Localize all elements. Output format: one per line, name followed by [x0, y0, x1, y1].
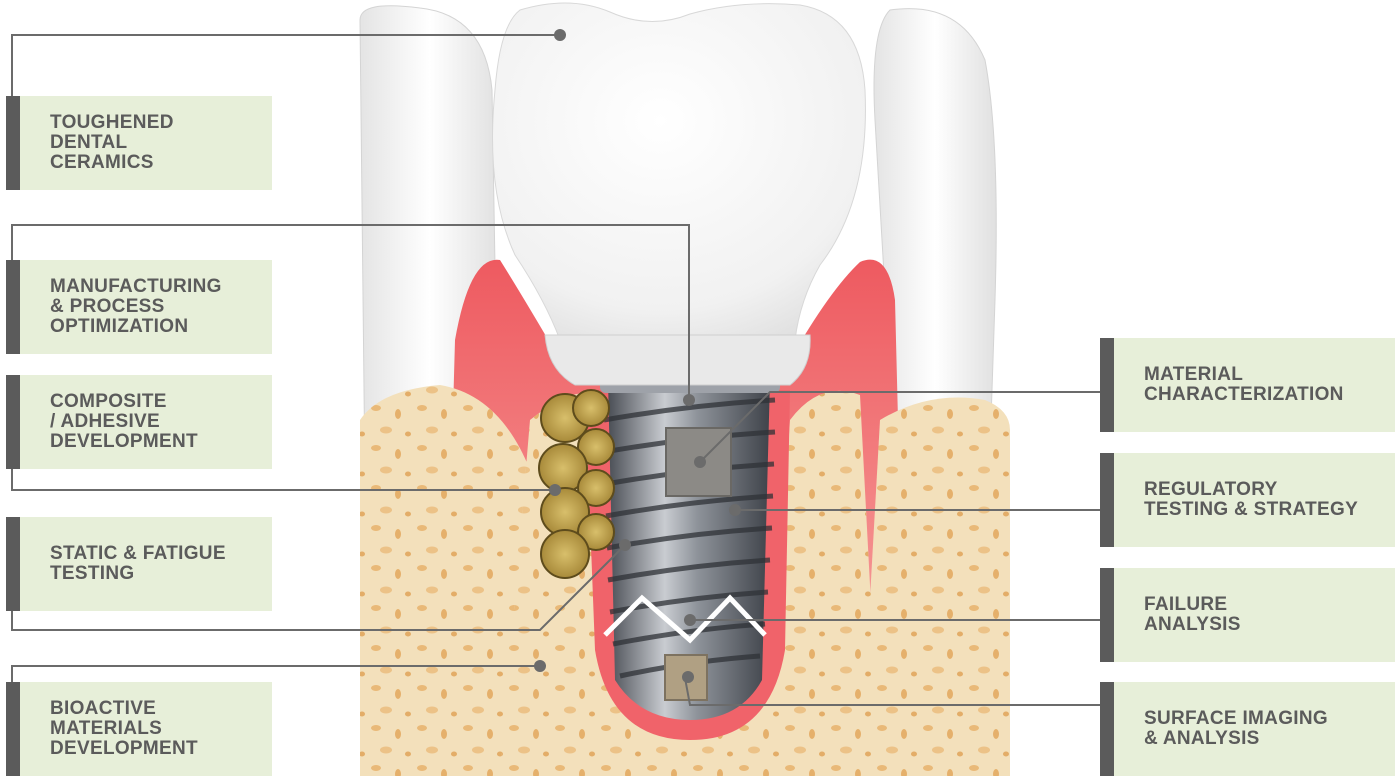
label-manufacturing-text: MANUFACTURING & PROCESS OPTIMIZATION [50, 277, 222, 337]
label-regulatory-text: REGULATORY TESTING & STRATEGY [1144, 480, 1358, 520]
label-composite-text: COMPOSITE / ADHESIVE DEVELOPMENT [50, 392, 198, 452]
label-surface-text: SURFACE IMAGING & ANALYSIS [1144, 709, 1328, 749]
label-toughened-dental-ceramics-text: TOUGHENED DENTAL CERAMICS [50, 113, 174, 173]
label-failure-analysis: FAILURE ANALYSIS [1100, 568, 1395, 662]
label-surface-imaging-analysis: SURFACE IMAGING & ANALYSIS [1100, 682, 1395, 776]
bone-pores-left [360, 385, 530, 776]
abutment [545, 335, 810, 385]
label-static-text: STATIC & FATIGUE TESTING [50, 544, 226, 584]
label-bioactive-materials-development: BIOACTIVE MATERIALS DEVELOPMENT [6, 682, 272, 776]
label-regulatory-testing-strategy: REGULATORY TESTING & STRATEGY [1100, 453, 1395, 547]
label-toughened-dental-ceramics: TOUGHENED DENTAL CERAMICS [6, 96, 272, 190]
dental-crown [493, 3, 866, 340]
label-failure-text: FAILURE ANALYSIS [1144, 595, 1241, 635]
label-bioactive-text: BIOACTIVE MATERIALS DEVELOPMENT [50, 699, 198, 759]
bone-pores-right [860, 398, 1010, 776]
label-material-text: MATERIAL CHARACTERIZATION [1144, 365, 1344, 405]
label-composite-adhesive-development: COMPOSITE / ADHESIVE DEVELOPMENT [6, 375, 272, 469]
label-static-fatigue-testing: STATIC & FATIGUE TESTING [6, 517, 272, 611]
label-manufacturing-process-optimization: MANUFACTURING & PROCESS OPTIMIZATION [6, 260, 272, 354]
label-material-characterization: MATERIAL CHARACTERIZATION [1100, 338, 1395, 432]
